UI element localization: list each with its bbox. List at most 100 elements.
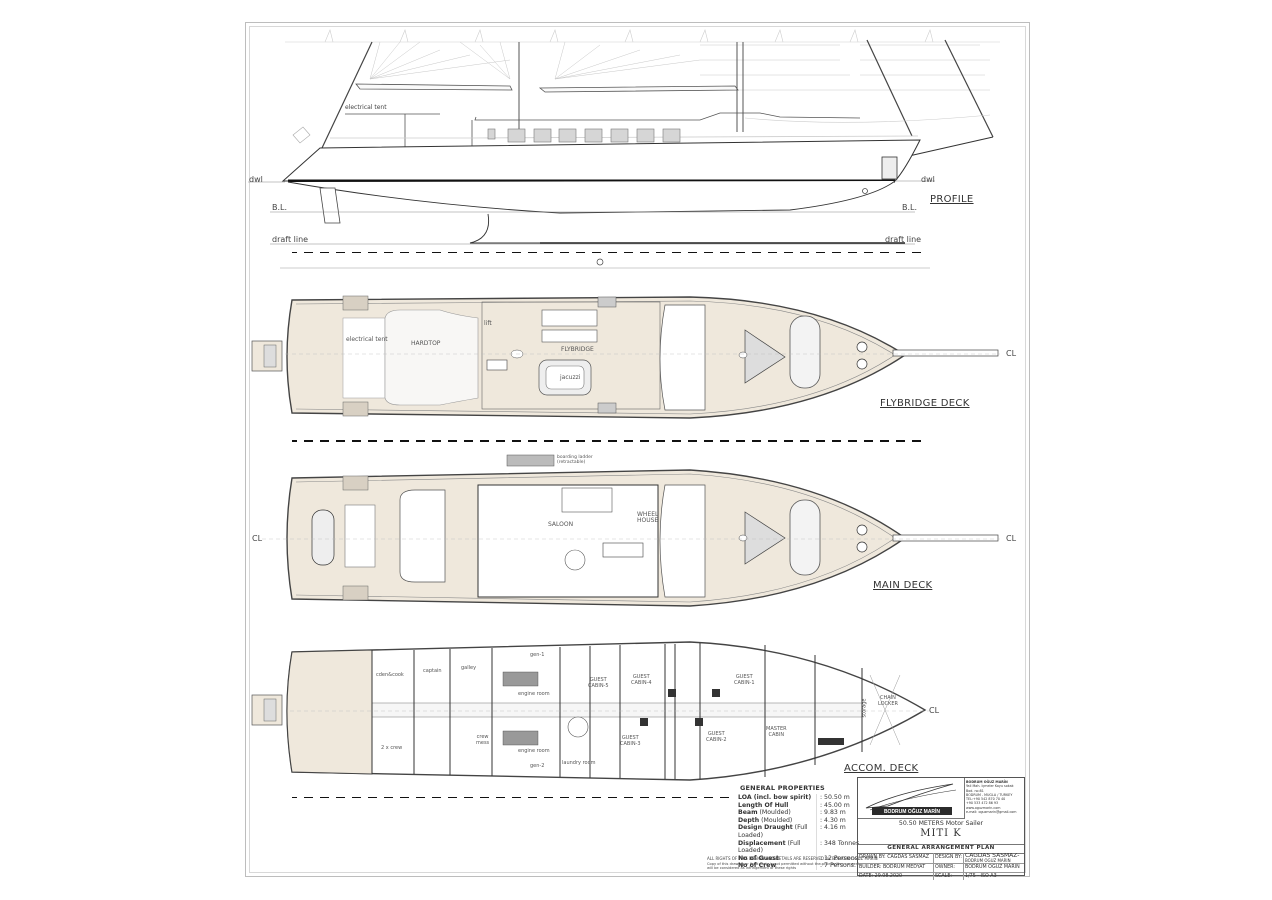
lift-label: lift bbox=[484, 320, 492, 327]
cook-cabin-label: cden&cook bbox=[376, 672, 404, 678]
property-key-bold: No of Crew bbox=[738, 862, 777, 870]
address-line: e-mail: oguzmarin@gmail.com bbox=[966, 810, 1017, 815]
main-cl-label-right: CL bbox=[1006, 534, 1017, 543]
property-key: LOA (incl. bow spirit) bbox=[738, 794, 816, 802]
bl-label-left: B.L. bbox=[272, 203, 288, 212]
property-row: Design Draught (Full Loaded): 4.16 m bbox=[738, 824, 866, 840]
captain-label: captain bbox=[423, 668, 442, 674]
property-key-note: (Moulded) bbox=[757, 809, 791, 817]
property-row: No of Crew : 7 Persons. bbox=[738, 862, 866, 870]
laundry-label: laundry room bbox=[562, 760, 596, 766]
plan-title: GENERAL ARRANGEMENT PLAN bbox=[858, 844, 1024, 854]
wheel-house-text-2: HOUSE bbox=[637, 517, 659, 524]
property-key-bold: Beam bbox=[738, 809, 758, 817]
property-key-note: (Full Loaded) bbox=[738, 824, 808, 839]
property-key: Design Draught (Full Loaded) bbox=[738, 824, 816, 839]
flybridge-cl-label: CL bbox=[1006, 349, 1017, 358]
main-cl-label-left: CL bbox=[252, 534, 263, 543]
address-line: +90 533 472 86 93 bbox=[966, 801, 999, 806]
design-by-line-2: BODRUM OGUZ MARIN bbox=[965, 858, 1011, 863]
draft-line-label-right: draft line bbox=[885, 235, 922, 244]
guest-cabin-1-text-2: CABIN-1 bbox=[734, 680, 755, 686]
storage-label: storage bbox=[861, 698, 868, 718]
drawn-by-value: CAGDAS SASMAZ bbox=[887, 855, 930, 860]
scale-value: 1/75 - ISO A3 bbox=[965, 873, 997, 879]
address-line: Bod. no:81 bbox=[966, 788, 984, 793]
title-row-date: DATE: 29.08.2020 SCALE: 1/75 - ISO A3 bbox=[858, 872, 1024, 880]
rights-line-3: will be considered as infringement of th… bbox=[707, 866, 797, 870]
guest-cabin-5-text-2: CABIN-5 bbox=[588, 683, 609, 689]
gen2-label: gen-2 bbox=[530, 763, 545, 769]
property-value: : 45.00 m bbox=[816, 801, 866, 810]
property-value: : 4.30 m bbox=[816, 816, 866, 825]
accom-cl-label: CL bbox=[929, 706, 940, 715]
project-subtitle: 50.50 METERS Motor Sailer bbox=[898, 820, 984, 827]
dwl-label-left: dwl bbox=[249, 175, 263, 184]
property-value: : 348 Tonnes bbox=[816, 839, 866, 855]
date-cell: DATE: 29.08.2020 bbox=[858, 872, 934, 880]
logo-text: BODRUM OĞUZ MARİN bbox=[884, 807, 940, 815]
property-value: : 50.50 m bbox=[816, 794, 866, 802]
title-row-drawn: DRAWN BY: CAGDAS SASMAZ DESIGN BY: CAGDA… bbox=[858, 853, 1024, 864]
company-logo: BODRUM OĞUZ MARİN bbox=[858, 778, 965, 819]
chain-locker-text-2: LOCKER bbox=[878, 701, 898, 707]
draft-line-label-left: draft line bbox=[272, 235, 309, 244]
owner-value: BODRUM OGUZ MARIN bbox=[965, 865, 1020, 870]
boarding-ladder-note: (retractable) bbox=[557, 460, 586, 465]
property-value: : 9.83 m bbox=[816, 809, 866, 817]
galley-label: galley bbox=[461, 665, 477, 671]
general-properties-title: GENERAL PROPERTIES bbox=[740, 784, 825, 792]
guest-cabin-2-text-1: GUEST bbox=[707, 731, 725, 737]
property-key: No of Crew bbox=[738, 862, 816, 870]
jacuzzi-label: jacuzzi bbox=[560, 374, 581, 381]
guest-cabin-3-text-1: GUEST bbox=[621, 735, 639, 741]
chain-locker-text-1: CHAIN bbox=[880, 695, 896, 701]
property-key-bold: Length Of Hull bbox=[738, 801, 789, 809]
crew-mess-text-1: crew bbox=[476, 734, 489, 740]
builder-value: BODRUM MEDYAT bbox=[882, 865, 926, 870]
property-value: : 7 Persons. bbox=[816, 862, 866, 870]
project-block: 50.50 METERS Motor Sailer MITI K bbox=[858, 818, 1024, 845]
property-key: No of Guest bbox=[738, 855, 816, 863]
crew-mess-text-2: mess bbox=[476, 740, 490, 746]
scale-label: SCALE: bbox=[934, 872, 964, 880]
rights-line-2: Copy of this drawing or third party is n… bbox=[707, 861, 860, 866]
owner-label: OWNER: bbox=[934, 864, 964, 872]
flybridge-deck-title: FLYBRIDGE DECK bbox=[880, 398, 970, 409]
address-line: BODRUM - MUGLA / TURKEY bbox=[966, 792, 1013, 797]
property-key-note: (Moulded) bbox=[759, 816, 793, 824]
title-block-grid: DRAWN BY: CAGDAS SASMAZ DESIGN BY: CAGDA… bbox=[858, 853, 1024, 880]
property-row: Beam (Moulded) : 9.83 m bbox=[738, 809, 866, 817]
address-line: www.oguzmarin.com bbox=[966, 805, 1001, 810]
property-key-bold: Design Draught bbox=[738, 824, 793, 832]
property-key: Depth (Moulded) bbox=[738, 817, 816, 825]
gen1-label: gen-1 bbox=[530, 652, 545, 658]
accom-deck-title: ACCOM. DECK bbox=[844, 763, 919, 774]
guest-cabin-3-text-2: CABIN-3 bbox=[620, 741, 641, 747]
property-key-bold: No of Guest bbox=[738, 854, 780, 862]
property-key: Length Of Hull bbox=[738, 802, 816, 810]
design-by-line-1: CAGDAS SASMAZ- bbox=[965, 853, 1020, 859]
electrical-tent-label: electrical tent bbox=[345, 104, 387, 111]
property-key-bold: Displacement bbox=[738, 839, 786, 847]
title-block: BODRUM OĞUZ MARİN BODRUM OĞUZ MARİN Yali… bbox=[857, 777, 1025, 880]
bl-label-right: B.L. bbox=[902, 203, 918, 212]
property-value: : 12 Persons. bbox=[816, 854, 866, 863]
company-address: BODRUM OĞUZ MARİN Yali Mah. İçmeler Koyu… bbox=[966, 780, 1024, 814]
guest-cabin-2-text-2: CABIN-2 bbox=[706, 737, 727, 743]
design-by-label: DESIGN BY: bbox=[934, 853, 964, 863]
project-name: MITI K bbox=[920, 828, 962, 839]
property-key-bold: Depth bbox=[738, 816, 760, 824]
builder-cell: BUILDER: BODRUM MEDYAT bbox=[858, 864, 934, 872]
rights-line-1: ALL RIGHTS OF THIS DESIGN AND DETAILS AR… bbox=[707, 856, 878, 861]
property-row: Displacement (Full Loaded): 348 Tonnes bbox=[738, 839, 866, 855]
